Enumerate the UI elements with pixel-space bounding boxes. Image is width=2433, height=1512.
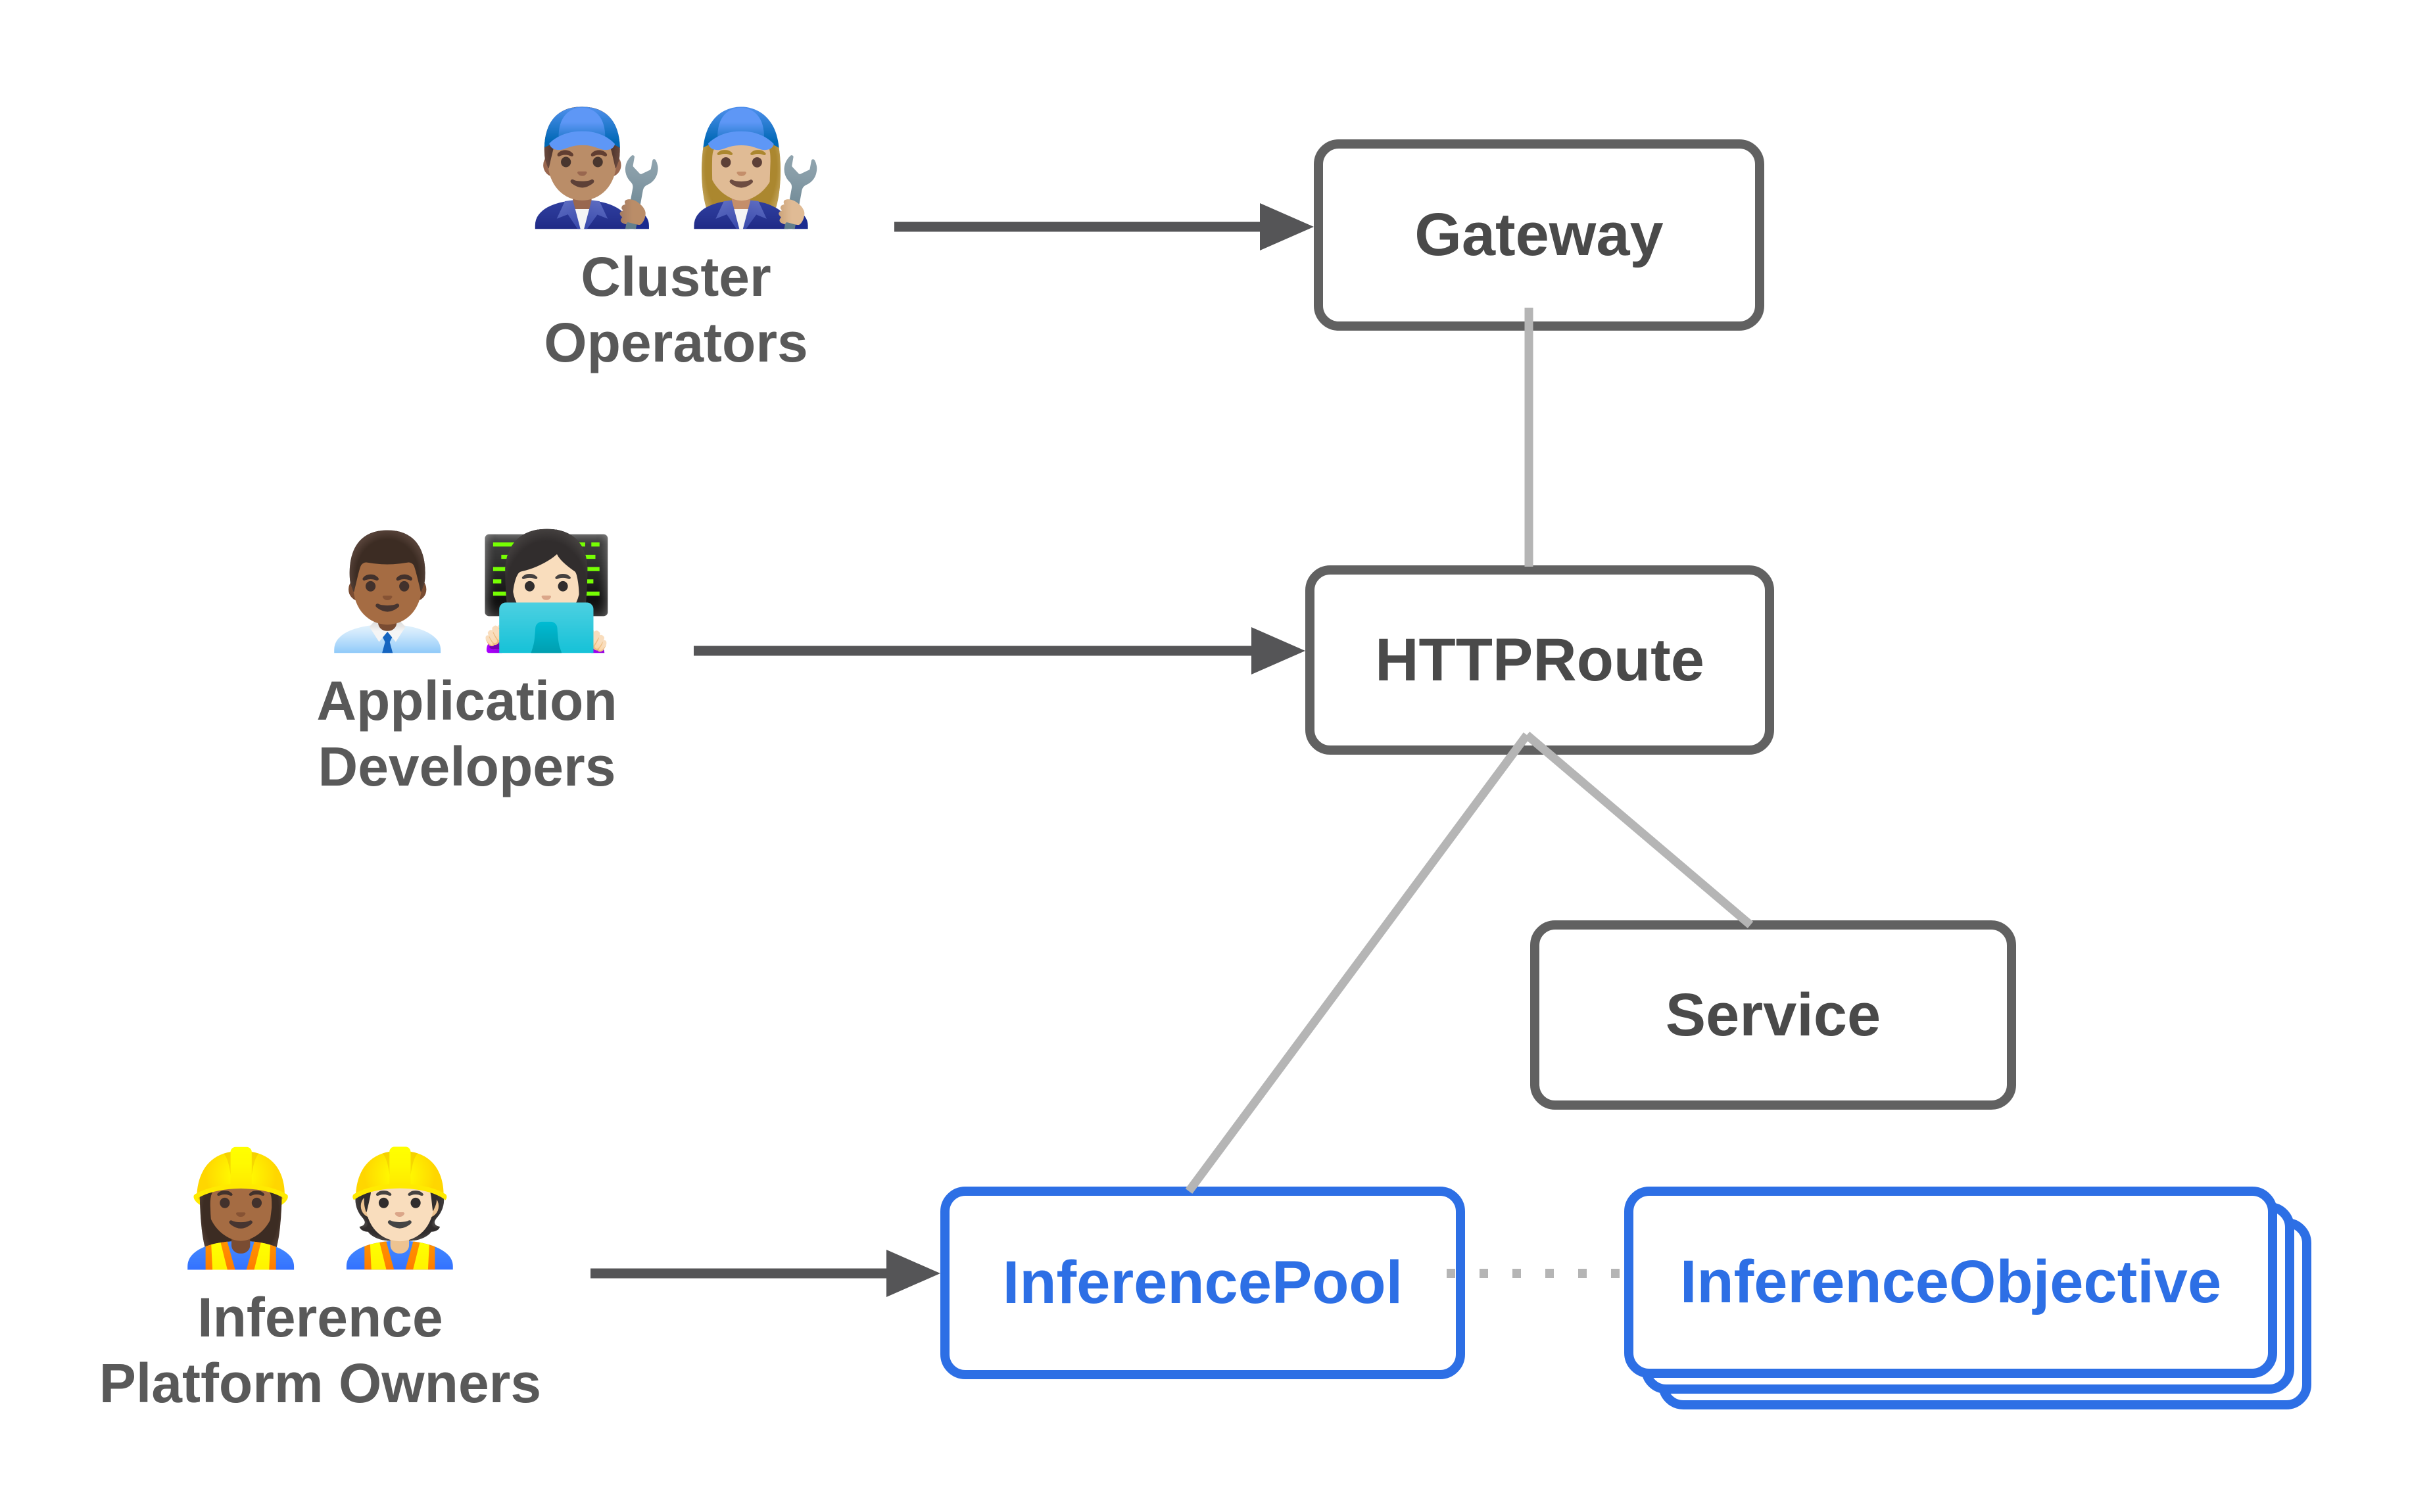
httproute-node-label: HTTPRoute <box>1375 626 1704 694</box>
persona-inference-platform-owners: 👷🏾‍♀️ 👷🏻 Inference Platform Owners <box>57 1149 583 1416</box>
woman-technologist-emoji: 👩🏻‍💻 <box>477 527 616 657</box>
cluster-operators-emoji-row: 👨🏽‍🔧 👩🏼‍🔧 <box>527 108 825 227</box>
cluster-operators-label-line1: Cluster <box>581 246 771 308</box>
service-node-label: Service <box>1665 981 1881 1049</box>
application-developers-label-line2: Developers <box>318 736 616 797</box>
gateway-node: Gateway <box>1314 139 1764 331</box>
inference-platform-owners-label: Inference Platform Owners <box>99 1285 541 1416</box>
inferencepool-node: InferencePool <box>940 1187 1465 1379</box>
httproute-inferencepool-connector-line <box>1185 732 1531 1194</box>
inference-platform-owners-label-line1: Inference <box>197 1287 443 1348</box>
inferencepool-node-label: InferencePool <box>1002 1249 1403 1316</box>
man-mechanic-emoji: 👨🏽‍🔧 <box>527 103 666 233</box>
man-office-worker-emoji: 👨🏾‍💼 <box>318 527 457 657</box>
inferenceobjective-node: InferenceObjective <box>1624 1187 2277 1378</box>
application-developers-emoji-row: 👨🏾‍💼 👩🏻‍💻 <box>318 532 615 651</box>
persona-application-developers: 👨🏾‍💼 👩🏻‍💻 Application Developers <box>237 532 697 799</box>
inference-platform-owners-inferencepool-arrowhead-icon <box>886 1250 940 1297</box>
inferenceobjective-node-label: InferenceObjective <box>1679 1248 2222 1315</box>
woman-mechanic-emoji: 👩🏼‍🔧 <box>686 103 825 233</box>
httproute-service-connector-line <box>1524 732 1754 928</box>
application-developers-label-line1: Application <box>316 670 617 732</box>
cluster-operators-gateway-arrowhead-icon <box>1260 203 1314 250</box>
httproute-node: HTTPRoute <box>1305 565 1774 755</box>
service-node: Service <box>1530 920 2016 1110</box>
inference-platform-owners-emoji-row: 👷🏾‍♀️ 👷🏻 <box>171 1149 469 1267</box>
gateway-node-label: Gateway <box>1414 201 1664 268</box>
persona-cluster-operators: 👨🏽‍🔧 👩🏼‍🔧 Cluster Operators <box>446 108 906 375</box>
cluster-operators-label: Cluster Operators <box>544 244 807 375</box>
woman-construction-worker-emoji: 👷🏾‍♀️ <box>171 1143 310 1273</box>
man-construction-worker-emoji: 👷🏻 <box>330 1143 470 1273</box>
cluster-operators-label-line2: Operators <box>544 312 808 373</box>
inference-platform-owners-label-line2: Platform Owners <box>99 1352 542 1414</box>
application-developers-httproute-arrowhead-icon <box>1251 627 1305 674</box>
application-developers-label: Application Developers <box>316 668 617 799</box>
